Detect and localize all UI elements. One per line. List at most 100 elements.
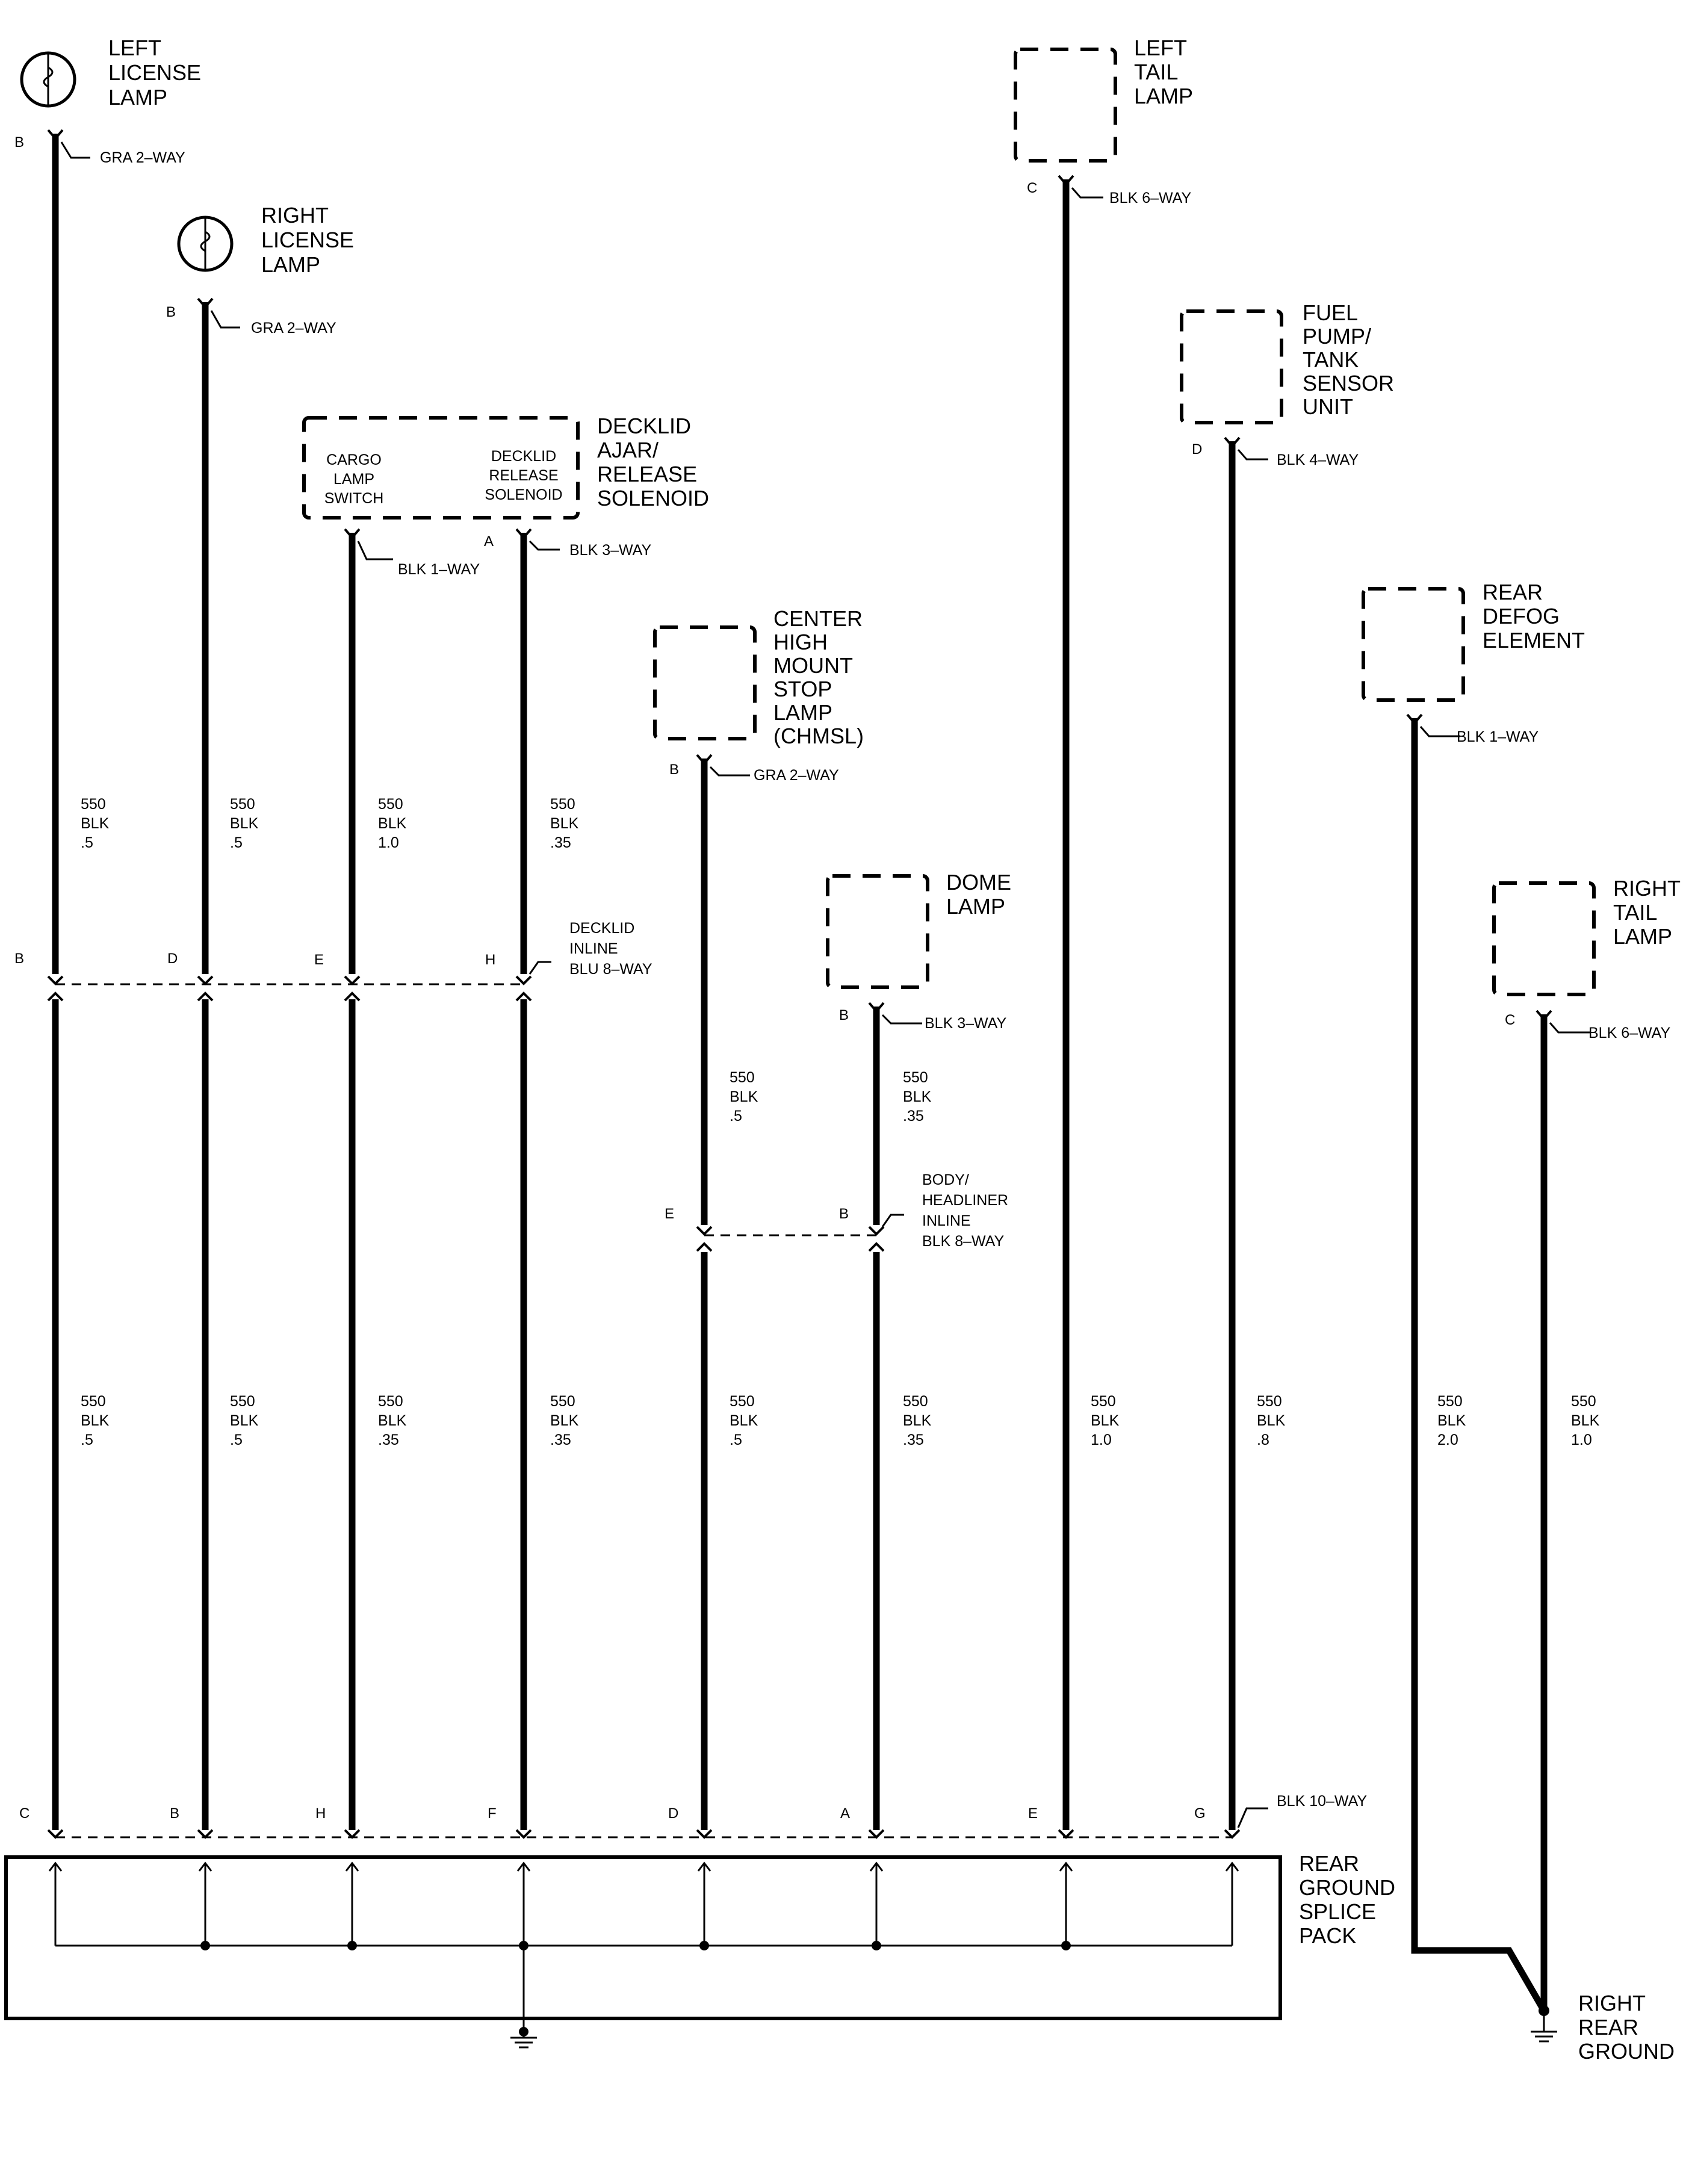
wire-label: .8 xyxy=(1257,1432,1269,1448)
wire-label: 550 xyxy=(903,1393,928,1410)
wire-label: 550 xyxy=(550,1393,575,1410)
ground-icon xyxy=(1531,2011,1557,2043)
fuel-pump-label-4: SENSOR xyxy=(1303,371,1394,396)
left-license-lamp: LEFT LICENSE LAMP xyxy=(20,36,201,110)
rear-defog-label-2: DEFOG xyxy=(1483,604,1560,628)
splice-pack-label-3: SPLICE xyxy=(1299,1899,1376,1924)
pin-right-tail: C xyxy=(1505,1012,1515,1028)
wire-label: 550 xyxy=(230,1393,255,1410)
body-inline-label-4: BLK 8–WAY xyxy=(922,1233,1004,1250)
wire-label: 1.0 xyxy=(1571,1432,1592,1448)
rear-defog-label-1: REAR xyxy=(1483,580,1543,604)
dome-lamp-label-1: DOME xyxy=(946,870,1011,895)
connector-cargo-switch: BLK 1–WAY xyxy=(398,561,480,578)
rear-defog-element: REAR DEFOG ELEMENT xyxy=(1362,580,1585,702)
connector-left-tail: BLK 6–WAY xyxy=(1109,190,1191,206)
wire-label: .5 xyxy=(730,1108,742,1125)
left-license-lamp-label-1: LEFT xyxy=(108,36,161,60)
fuel-pump-label-1: FUEL xyxy=(1303,300,1358,325)
wire-label: BLK xyxy=(550,1412,579,1429)
pin-splice-8: G xyxy=(1194,1805,1206,1822)
wire-label: .35 xyxy=(903,1108,924,1125)
decklid-release-solenoid-label-1: DECKLID xyxy=(491,448,556,465)
wires xyxy=(52,134,1548,2012)
decklid-inline-label-3: BLU 8–WAY xyxy=(569,961,652,978)
wire-label: 550 xyxy=(378,796,403,813)
left-tail-lamp-label-2: TAIL xyxy=(1134,60,1178,84)
wire-label: .5 xyxy=(81,1432,93,1448)
decklid-label-1: DECKLID xyxy=(597,414,691,438)
wire-label: 550 xyxy=(1091,1393,1116,1410)
pin-decklid-inline-2: D xyxy=(167,951,178,967)
left-license-lamp-label-3: LAMP xyxy=(108,85,167,110)
pin-splice-6: A xyxy=(840,1805,850,1822)
connector-fuel-pump: BLK 4–WAY xyxy=(1277,451,1359,468)
pin-decklid-inline-3: E xyxy=(314,952,324,968)
decklid-inline-label-1: DECKLID xyxy=(569,920,634,937)
right-tail-lamp-label-1: RIGHT xyxy=(1613,876,1681,901)
connector-chmsl: GRA 2–WAY xyxy=(754,767,839,784)
wire-label: 2.0 xyxy=(1437,1432,1458,1448)
pin-splice-3: H xyxy=(315,1805,326,1822)
wire-label: .35 xyxy=(550,1432,571,1448)
rear-ground-splice-pack: REAR GROUND SPLICE PACK xyxy=(4,1851,1395,2049)
wire-rear-defog xyxy=(1411,718,1547,2012)
chmsl-label-2: HIGH xyxy=(773,630,828,654)
ground-icon xyxy=(510,2032,537,2049)
pin-body-inline-1: E xyxy=(665,1206,674,1222)
connector-left-license: GRA 2–WAY xyxy=(100,149,185,166)
connector-splice-10way: BLK 10–WAY xyxy=(1277,1793,1367,1810)
pin-dome: B xyxy=(839,1007,849,1023)
body-inline-label-2: HEADLINER xyxy=(922,1192,1008,1209)
connector-decklid-solenoid: BLK 3–WAY xyxy=(569,542,651,559)
fuel-pump-label-5: UNIT xyxy=(1303,394,1353,419)
dome-lamp: DOME LAMP xyxy=(826,870,1011,989)
right-tail-lamp: RIGHT TAIL LAMP xyxy=(1492,876,1681,996)
pin-splice-4: F xyxy=(488,1805,497,1822)
wire-label: BLK xyxy=(230,1412,259,1429)
wire-label: .35 xyxy=(378,1432,399,1448)
cargo-lamp-switch-label-3: SWITCH xyxy=(324,490,384,507)
splice-pack-label-2: GROUND xyxy=(1299,1875,1395,1900)
wire-label: BLK xyxy=(81,815,110,832)
wire-label: 1.0 xyxy=(1091,1432,1112,1448)
decklid-inline-label-2: INLINE xyxy=(569,940,618,957)
body-inline-label-3: INLINE xyxy=(922,1212,971,1229)
wire-label: .35 xyxy=(550,834,571,851)
decklid-label-4: SOLENOID xyxy=(597,486,709,510)
right-rear-ground-label-3: GROUND xyxy=(1578,2039,1675,2064)
wire-label: 550 xyxy=(730,1393,755,1410)
wire-label: BLK xyxy=(1571,1412,1600,1429)
wire-label: BLK xyxy=(550,815,579,832)
wire-label: BLK xyxy=(378,815,407,832)
chmsl-label-6: (CHMSL) xyxy=(773,724,864,748)
body-inline-label-1: BODY/ xyxy=(922,1171,969,1188)
pin-splice-7: E xyxy=(1028,1805,1038,1822)
pin-left-tail: C xyxy=(1027,180,1037,196)
wire-label: BLK xyxy=(81,1412,110,1429)
wire-labels-upper: 550 BLK .5 550 BLK .5 550 BLK 1.0 550 BL… xyxy=(81,796,579,851)
body-headliner-inline-connector xyxy=(696,1226,885,1252)
chmsl-label-1: CENTER xyxy=(773,606,863,631)
cargo-lamp-switch-label-1: CARGO xyxy=(326,451,382,468)
wire-labels-mid: 550 BLK .5 550 BLK .35 xyxy=(730,1069,932,1125)
fuel-pump-tank-sensor-unit: FUEL PUMP/ TANK SENSOR UNIT xyxy=(1180,300,1394,424)
pin-body-inline-2: B xyxy=(839,1206,849,1222)
wire-label: 550 xyxy=(81,796,106,813)
wire-label: BLK xyxy=(1091,1412,1120,1429)
decklid-label-3: RELEASE xyxy=(597,462,697,486)
wire-label: 550 xyxy=(903,1069,928,1086)
wire-label: 550 xyxy=(1437,1393,1463,1410)
right-license-lamp: RIGHT LICENSE LAMP xyxy=(177,203,354,277)
connector-dome: BLK 3–WAY xyxy=(925,1015,1006,1032)
connector-right-tail: BLK 6–WAY xyxy=(1588,1025,1670,1041)
right-rear-ground-label-2: REAR xyxy=(1578,2015,1638,2040)
right-tail-lamp-label-2: TAIL xyxy=(1613,900,1657,925)
splice-10way-connector xyxy=(47,1829,1241,1839)
wire-label: BLK xyxy=(730,1412,758,1429)
pin-decklid-inline-1: B xyxy=(14,951,24,967)
wire-labels-lower: 550 BLK .5 550 BLK .5 550 BLK .35 550 BL… xyxy=(81,1393,1600,1448)
wire-label: BLK xyxy=(903,1088,932,1105)
pin-splice-5: D xyxy=(668,1805,678,1822)
decklid-release-solenoid-label-2: RELEASE xyxy=(489,467,558,484)
